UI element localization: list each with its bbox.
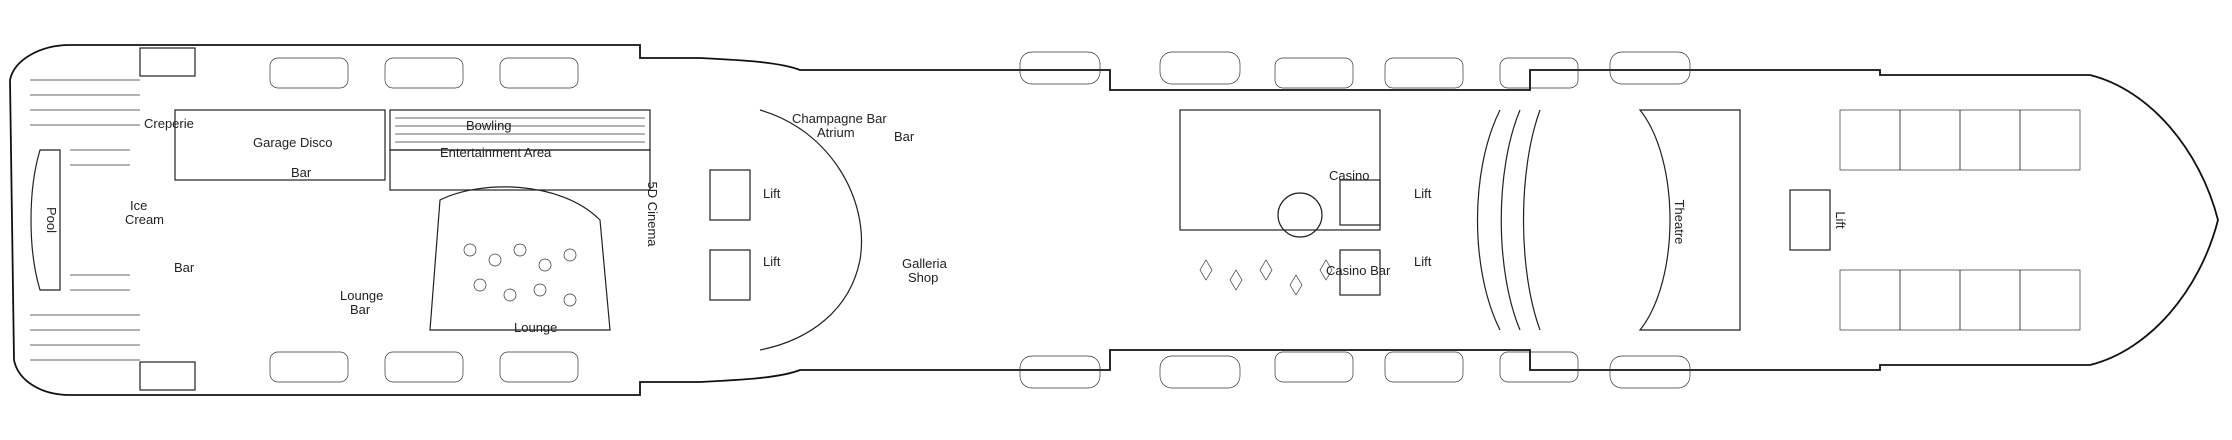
label-lift-2: Lift	[763, 254, 781, 269]
label-ice-cream-2: Cream	[125, 212, 164, 227]
label-bar-aft: Bar	[291, 165, 312, 180]
label-lift-4: Lift	[1414, 254, 1432, 269]
label-galleria-shop-1: Galleria	[902, 256, 948, 271]
theatre-seating	[1476, 109, 1541, 331]
label-casino: Casino	[1329, 168, 1369, 183]
label-5d-cinema: 5D Cinema	[645, 181, 660, 247]
label-theatre: Theatre	[1672, 200, 1687, 245]
label-creperie: Creperie	[144, 116, 194, 131]
label-champagne-bar: Champagne Bar	[792, 111, 887, 126]
label-lounge-bar-1: Lounge	[340, 288, 383, 303]
garage-disco-room	[174, 109, 386, 181]
label-casino-bar: Casino Bar	[1326, 263, 1391, 278]
label-lounge: Lounge	[514, 320, 557, 335]
lift-block-2	[709, 249, 751, 301]
atrium-curve	[759, 109, 862, 351]
label-garage-disco: Garage Disco	[253, 135, 332, 150]
lifeboats-bottom	[269, 351, 1691, 389]
stairs-aft-top	[139, 47, 196, 77]
label-lift-3: Lift	[1414, 186, 1432, 201]
lift-block-1	[709, 169, 751, 221]
lifeboats-top	[269, 51, 1691, 89]
label-bar-pool: Bar	[174, 260, 195, 275]
label-entertainment-area: Entertainment Area	[440, 145, 552, 160]
label-lounge-bar-2: Bar	[350, 302, 371, 317]
label-bar-atrium: Bar	[894, 129, 915, 144]
label-lift-fwd: Lift	[1833, 211, 1848, 229]
lounge-floor	[429, 186, 611, 331]
entertainment-area-room	[389, 149, 651, 191]
hull-outline	[9, 44, 2219, 396]
casino-room	[1179, 109, 1381, 231]
forward-cabins	[1839, 109, 2081, 331]
lift-block-4	[1339, 249, 1381, 296]
lift-block-fwd	[1789, 189, 1831, 251]
label-ice-cream-1: Ice	[130, 198, 147, 213]
label-bowling: Bowling	[466, 118, 512, 133]
casino-round-table	[1277, 192, 1323, 238]
label-galleria-shop-2: Shop	[908, 270, 938, 285]
lift-block-3	[1339, 179, 1381, 226]
pool-sunbeds	[30, 79, 140, 361]
label-lift-1: Lift	[763, 186, 781, 201]
casino-bar-seating	[1199, 259, 1333, 296]
stairs-aft-bottom	[139, 361, 196, 391]
theatre-stage	[1638, 109, 1741, 331]
pool-shape	[30, 149, 61, 291]
label-atrium: Atrium	[817, 125, 855, 140]
label-pool: Pool	[44, 207, 59, 233]
lounge-seating	[463, 243, 577, 307]
